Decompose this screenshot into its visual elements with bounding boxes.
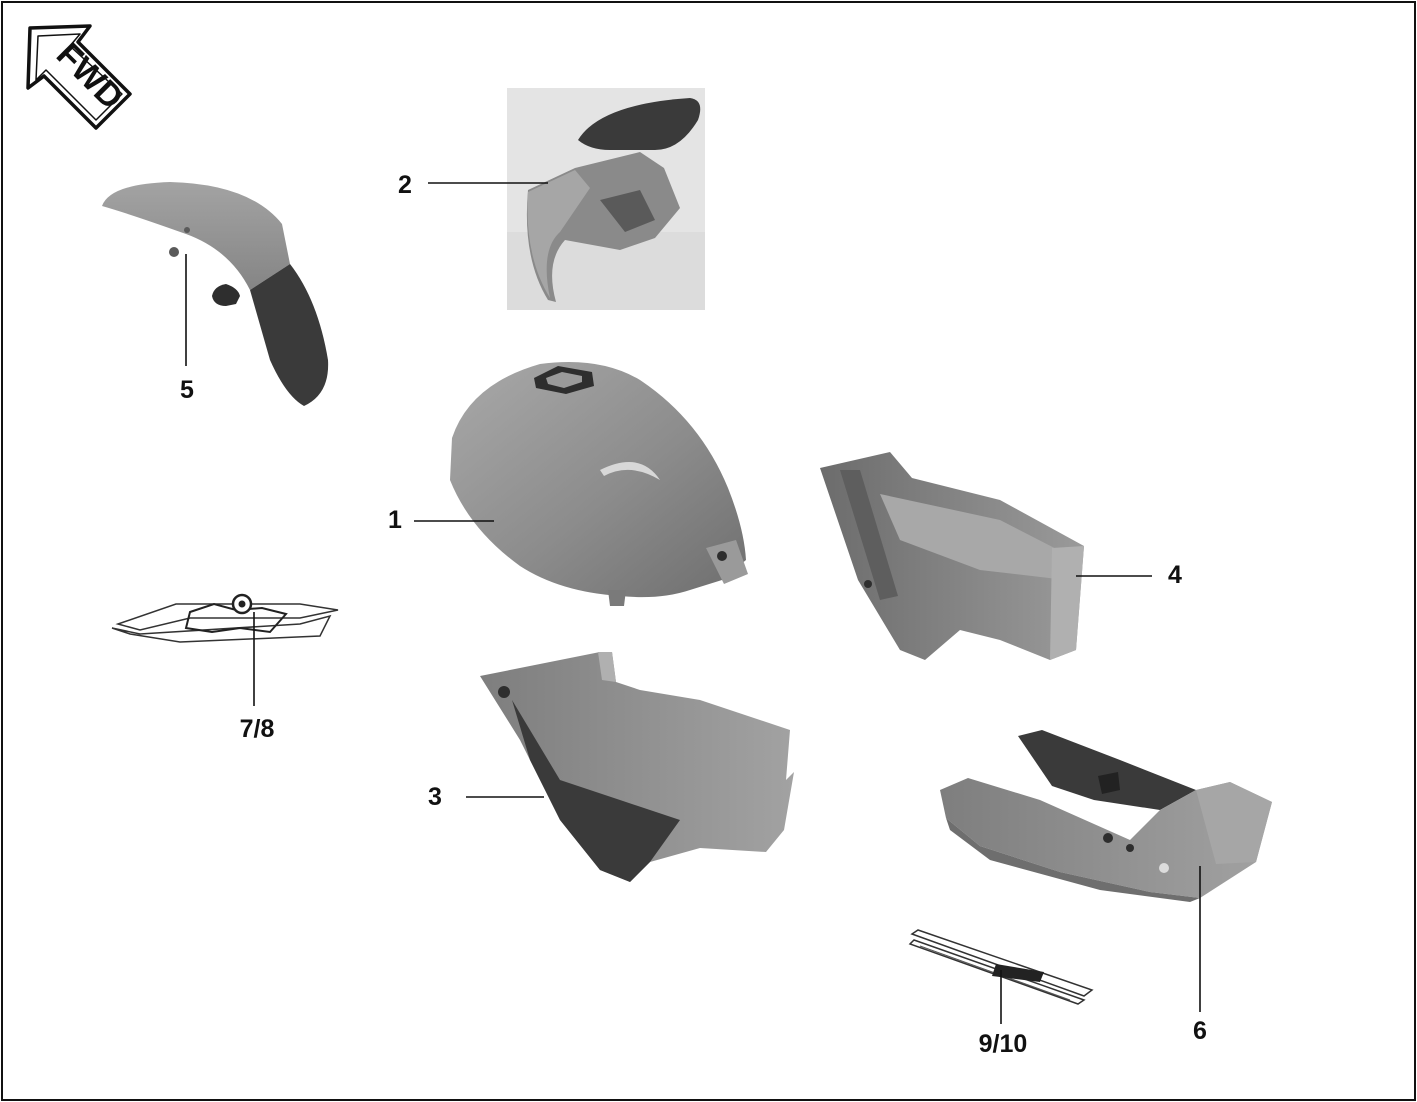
part-5-fender-body bbox=[102, 182, 290, 290]
part-1-tank-body bbox=[450, 362, 746, 598]
part-6-tail-end-face bbox=[1196, 782, 1272, 864]
part-1-tank-highlight bbox=[600, 462, 660, 480]
part-4-mount-hole-icon bbox=[864, 580, 872, 588]
part-7-8-decal-lettering bbox=[184, 602, 288, 634]
part-6-latch bbox=[1098, 772, 1120, 794]
callout-label-5: 5 bbox=[180, 376, 194, 404]
part-5-mount-bolt-2-icon bbox=[184, 227, 190, 233]
part-9-10-tail-decal bbox=[908, 929, 1094, 1005]
part-2-bracket bbox=[600, 190, 655, 232]
part-1-fuel-tank bbox=[450, 362, 748, 606]
callout-label-9-10: 9/10 bbox=[979, 1030, 1028, 1058]
part-2-cover-face bbox=[527, 170, 590, 298]
forward-arrow-inner-outline bbox=[35, 33, 123, 121]
part-5-mount-bolt-icon bbox=[169, 247, 179, 257]
part-4-rear-inner-tray bbox=[820, 452, 1084, 660]
callout-label-3: 3 bbox=[428, 783, 442, 811]
part-7-8-decal-strip-lower bbox=[111, 614, 332, 643]
part-1-filler-cap bbox=[546, 372, 582, 388]
part-7-8-decal-strip-upper bbox=[115, 603, 339, 631]
part-3-side-cover bbox=[480, 652, 794, 882]
part-1-mount-hole-icon bbox=[717, 551, 727, 561]
part-3-top-edge bbox=[598, 652, 616, 682]
part-4-tray-end-wall bbox=[1050, 546, 1084, 660]
forward-arrow-icon bbox=[26, 24, 132, 130]
leader-lines bbox=[185, 182, 1201, 1024]
part-9-10-decal-strip bbox=[910, 929, 1094, 997]
part-6-rear-tail-cover bbox=[940, 730, 1272, 902]
part-3-cover-body bbox=[480, 652, 794, 882]
part-6-seat-frame bbox=[1018, 730, 1196, 810]
part-4-tray-rib bbox=[840, 470, 898, 600]
part-3-mount-hole-icon bbox=[498, 686, 510, 698]
part-6-cover-lower-lip bbox=[946, 818, 1200, 902]
part-9-10-decal-lettering bbox=[992, 964, 1044, 982]
part-6-mount-hole-3-icon bbox=[1159, 863, 1169, 873]
callout-label-1: 1 bbox=[388, 506, 402, 534]
part-5-front-fender bbox=[102, 182, 329, 406]
callout-label-7-8: 7/8 bbox=[240, 715, 275, 743]
part-7-8-decal-emblem-center bbox=[238, 600, 246, 608]
part-4-tray-inner-floor bbox=[880, 494, 1070, 580]
part-1-bottom-tab bbox=[608, 590, 626, 606]
part-6-mount-hole-icon bbox=[1103, 833, 1113, 843]
fwd-direction-badge: FWD bbox=[26, 24, 132, 130]
part-2-black-flap bbox=[578, 98, 701, 150]
part-2-front-fender-inner-cover bbox=[507, 88, 705, 310]
part-6-mount-hole-2-icon bbox=[1126, 844, 1134, 852]
part-5-fender-tail bbox=[250, 264, 329, 406]
callout-label-4: 4 bbox=[1168, 561, 1182, 589]
part-3-cover-dark-panel bbox=[512, 700, 680, 882]
part-1-mount-tab bbox=[706, 540, 748, 584]
part-7-8-tank-decal bbox=[111, 593, 339, 643]
callout-labels: 2 5 1 4 7/8 3 6 9/10 bbox=[180, 171, 1207, 1058]
callout-label-6: 6 bbox=[1193, 1017, 1207, 1045]
callout-label-2: 2 bbox=[398, 171, 412, 199]
part-5-clip bbox=[212, 284, 240, 306]
